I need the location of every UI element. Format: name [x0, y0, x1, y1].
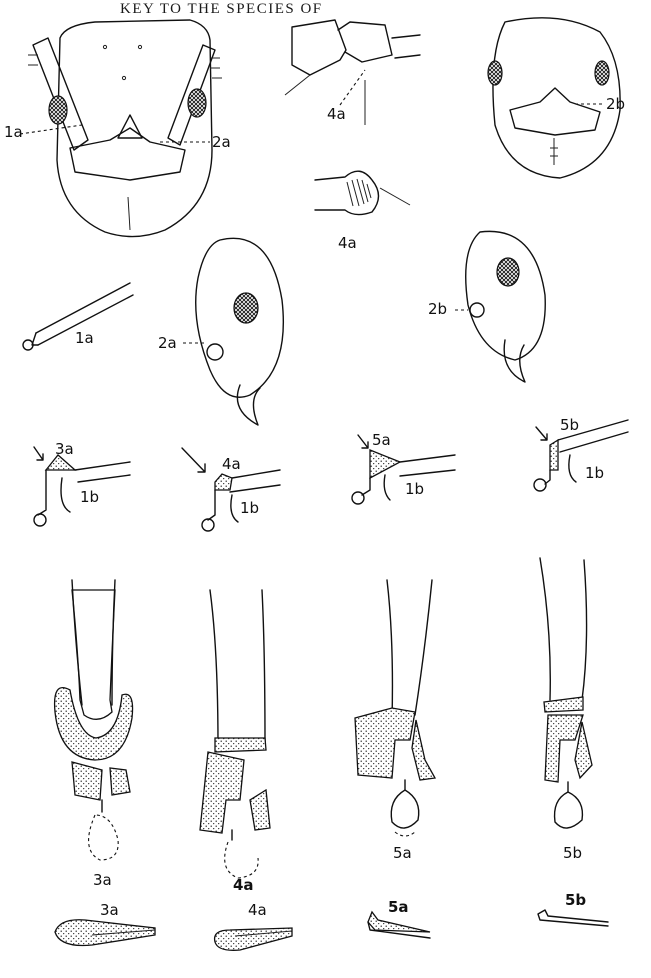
petiole-large-3a: 3a — [53, 579, 134, 889]
label-1a-head: 1a — [4, 123, 23, 141]
label-1b-5a: 1b — [405, 480, 424, 498]
head-lateral-2a: 2a — [158, 237, 285, 426]
plate-caption: KEY TO THE SPECIES OF — [120, 1, 323, 17]
label-1b-5b: 1b — [585, 464, 604, 482]
label-3a-bottom: 3a — [100, 901, 119, 919]
antenna-scape-1a: 1a — [22, 282, 134, 351]
petiole-small-3a: 3a 1b — [33, 440, 131, 527]
label-1b-3a: 1b — [80, 488, 99, 506]
petiole-small-5a: 5a 1b — [351, 431, 456, 505]
petiole-large-5b: 5b — [539, 557, 593, 862]
petiole-large-5a: 5a — [354, 579, 437, 862]
label-1a-scape: 1a — [75, 329, 94, 347]
compound-eye — [496, 257, 520, 287]
label-1b-4a: 1b — [240, 499, 259, 517]
petiole-small-5b: 5b 1b — [533, 416, 629, 492]
label-5a-bottom: 5a — [388, 898, 409, 916]
label-4a-top: 4a — [327, 105, 346, 123]
compound-eye — [187, 88, 207, 118]
head-lateral-2b: 2b — [428, 230, 546, 383]
label-5b-big: 5b — [563, 844, 582, 862]
label-2a-side: 2a — [158, 334, 177, 352]
label-2b-side: 2b — [428, 300, 447, 318]
label-5b-small: 5b — [560, 416, 579, 434]
petiole-large-4a: 4a — [199, 589, 271, 894]
label-5b-bottom: 5b — [565, 891, 586, 909]
compound-eye — [594, 60, 610, 86]
label-5a-small: 5a — [372, 431, 391, 449]
label-4a-mid: 4a — [338, 234, 357, 252]
label-4a-bottom: 4a — [248, 901, 267, 919]
label-3a-big: 3a — [93, 871, 112, 889]
scape-bottom-5b: 5b — [537, 891, 609, 927]
compound-eye — [487, 60, 503, 86]
scape-bottom-5a: 5a — [367, 898, 431, 939]
scape-bottom-3a: 3a — [54, 901, 156, 947]
label-3a-small: 3a — [55, 440, 74, 458]
label-2a-head: 2a — [212, 133, 231, 151]
petiole-small-4a: 4a 1b — [181, 447, 281, 532]
head-front-right: 2b — [487, 17, 625, 179]
compound-eye — [233, 292, 259, 324]
label-4a-big: 4a — [233, 876, 254, 894]
thorax-detail-4a: 4a 4a — [284, 19, 421, 252]
scape-bottom-4a: 4a — [213, 901, 293, 951]
label-4a-small: 4a — [222, 455, 241, 473]
head-front-left: 1a 2a — [4, 19, 231, 238]
label-2b-head: 2b — [606, 95, 625, 113]
label-5a-big: 5a — [393, 844, 412, 862]
compound-eye — [48, 95, 68, 125]
